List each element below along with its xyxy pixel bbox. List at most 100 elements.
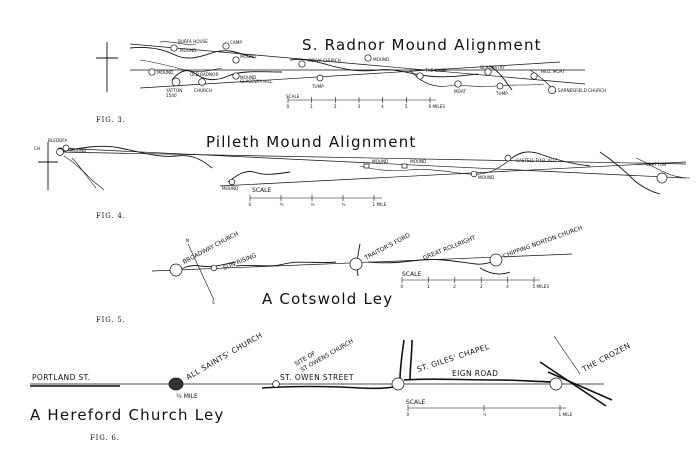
fig4-label-mound: MOUND [372, 159, 388, 164]
fig5-label-sun-rising: SUN RISING [222, 252, 258, 272]
fig6-label-st-owen-street: ST. OWEN STREET [280, 373, 354, 382]
fig4-mound-icon [470, 170, 478, 178]
fig6-site-of-church-icon [272, 380, 280, 388]
fig6-scale-tick-label: ½ [483, 412, 487, 417]
fig5-label-north: N [186, 238, 189, 243]
fig4-mound-icon [62, 144, 70, 152]
fig5-label: FIG. 5. [96, 316, 126, 324]
fig3-label-colva-church: COLVA CHURCH [308, 58, 341, 63]
fig6-street-north-b [409, 339, 413, 381]
fig3-title: S. Radnor Mound Alignment [302, 36, 542, 54]
fig3-label-tump: TUMP [495, 91, 508, 96]
fig6-scale-bar: SCALE 0 ½ 1 MILE [406, 399, 573, 417]
fig3-tump-icon [496, 82, 504, 90]
fig6-st-owen-street [261, 385, 401, 390]
fig3-church-icon [298, 60, 306, 68]
fig5-label-south: S [212, 300, 215, 305]
fig3-scale-tick-label: 3 [358, 104, 361, 109]
fig3-road-b [171, 70, 283, 81]
fig6-scale-tick-label: 0 [407, 412, 410, 417]
fig3-stream-a [139, 59, 223, 72]
fig5-scale-tick-label: 5 MILES [533, 284, 550, 289]
fig4-church-icon [56, 148, 64, 156]
fig4-stream-b [71, 157, 97, 189]
fig4-label-mound: MOUND [222, 186, 238, 191]
fig3-label-hell-moat: HELL MOAT [541, 69, 565, 74]
fig5-map: BROADWAY CHURCH SUN RISING TRAITOR'S FOR… [96, 225, 584, 324]
fig3-mound-icon [232, 72, 240, 80]
fig5-church-icon [489, 253, 503, 267]
fig4-label: FIG. 4. [96, 212, 126, 220]
fig5-panel: BROADWAY CHURCH SUN RISING TRAITOR'S FOR… [0, 224, 700, 328]
fig4-scale-tick-label: 1 MILE [373, 202, 387, 207]
fig6-map: PORTLAND ST. ALL SAINTS' CHURCH SITE OF … [30, 331, 632, 442]
fig4-road-b [227, 171, 291, 183]
fig5-road-b [235, 261, 337, 267]
fig5-scale-tick-label: 3 [480, 284, 483, 289]
fig6-eign-road [403, 378, 557, 383]
fig3-moat-icon [530, 72, 538, 80]
fig3-label-old-radnor: OLD RADNOR [190, 72, 218, 77]
fig4-scale-tick-label: ¼ [280, 202, 284, 207]
fig3-label-mound: MOUND [180, 48, 196, 53]
fig3-label-sarnesfield-church: SARNESFIELD CHURCH [558, 88, 606, 93]
fig3-scale-tick-label: 1 [310, 104, 313, 109]
fig4-ley-line-b [57, 151, 687, 165]
fig5-sun-rising-icon [210, 264, 218, 272]
fig3-scale-tick-label: 4 [381, 104, 384, 109]
fig4-road-c [511, 151, 591, 167]
fig3-scale-bar: SCALE 0 1 2 3 4 5 6 MILES [286, 94, 445, 109]
fig6-scale-tick-label: 1 MILE [559, 412, 573, 417]
fig4-label-mound: MOUND [410, 159, 426, 164]
fig3-label-burfa-house: BURFA HOUSE [178, 39, 208, 44]
fig3-road-c [289, 59, 479, 78]
fig6-label-quarter-mile: ¼ MILE [176, 393, 198, 400]
fig4-mound-icon [228, 178, 236, 186]
fig3-panel: BURFA HOUSE MOUND CAMP MOUND MOUND COLVA… [0, 0, 700, 128]
fig6-all-saints-church-icon [168, 377, 184, 391]
fig3-church-icon [548, 86, 556, 94]
fig3-label-moat: MOAT [454, 89, 466, 94]
fig4-label-castell-foel-allt: CASTELL FOEL ALLT [516, 158, 558, 163]
fig3-label-year: 1540 [166, 93, 177, 98]
fig4-label-mound: MOUND [478, 175, 494, 180]
fig3-label-mound: MOUND [157, 70, 173, 75]
fig6-scale-label: SCALE [406, 399, 425, 406]
fig5-label-chipping-norton-church: CHIPPING NORTON CHURCH [502, 225, 583, 260]
fig3-scale-tick-label: 5 [405, 104, 408, 109]
fig3-mound-icon [364, 54, 372, 62]
fig4-north-arrow-icon [38, 142, 58, 190]
fig6-label-the-crozen: THE CROZEN [580, 341, 632, 374]
fig4-panel: BLEDDFA CH. MOUND MOUND MOUND MOUND MOUN… [0, 128, 700, 224]
fig5-road-e [479, 267, 511, 275]
fig3-moat-icon [454, 80, 462, 88]
fig3-mound-icon [170, 44, 178, 52]
fig3-church-icon [171, 77, 181, 87]
fig5-scale-tick-label: 2 [453, 284, 456, 289]
fig3-label-glascwm-hill: GLASCWM HILL [240, 79, 273, 84]
fig4-title: Pilleth Mound Alignment [206, 133, 416, 151]
fig3-road-d [489, 65, 513, 91]
fig4-label-bleddfa: BLEDDFA [48, 138, 67, 143]
fig6-street-north-a [399, 339, 405, 381]
fig4-scale-tick-label: ½ [311, 202, 315, 207]
fig4-stream-c [359, 157, 513, 175]
fig5-label-traitors-ford: TRAITOR'S FORD [363, 232, 412, 262]
fig3-scale-tick-label: 2 [334, 104, 337, 109]
fig6-crozen-road-c [553, 335, 581, 375]
fig3-scale-tick-label: 6 MILES [429, 104, 446, 109]
fig5-scale-tick-label: 0 [401, 284, 404, 289]
fig4-church-icon [656, 172, 668, 184]
fig3-label-the-camp: THE CAMP [424, 68, 447, 73]
fig5-scale-tick-label: 1 [427, 284, 430, 289]
fig3-label-gladestry: GLADESTRY [480, 65, 505, 70]
fig3-scale-tick-label: 0 [287, 104, 290, 109]
fig3-scale-label: SCALE [286, 94, 300, 99]
fig5-north-south-axis [187, 243, 215, 301]
fig3-label-mound: MOUND [240, 75, 256, 80]
fig3-stream-c [159, 41, 197, 45]
fig4-road-a [59, 145, 213, 169]
fig4-map: BLEDDFA CH. MOUND MOUND MOUND MOUND MOUN… [34, 133, 691, 220]
fig3-map: BURFA HOUSE MOUND CAMP MOUND MOUND COLVA… [96, 36, 606, 124]
